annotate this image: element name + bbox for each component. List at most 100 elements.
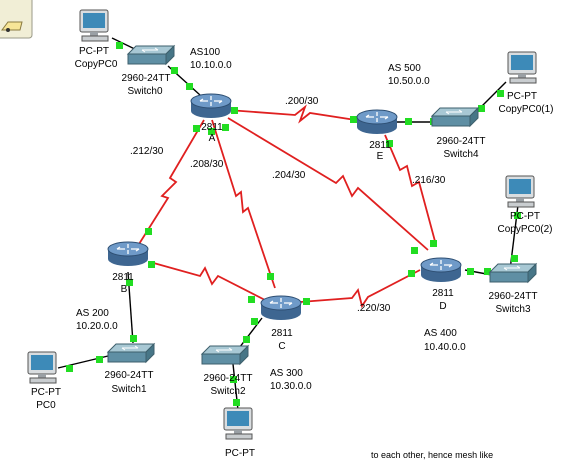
pc0-name: PC0 bbox=[36, 400, 56, 411]
pc-icon[interactable] bbox=[27, 351, 57, 384]
port-light bbox=[411, 247, 418, 254]
router-icon[interactable] bbox=[190, 93, 232, 118]
link-e-d-label: .216/30 bbox=[412, 175, 446, 186]
switch0-name: Switch0 bbox=[127, 86, 162, 97]
as100-name: AS100 bbox=[190, 47, 220, 58]
as400-name: AS 400 bbox=[424, 328, 457, 339]
link-b-c[interactable] bbox=[149, 261, 266, 301]
router-c-name: C bbox=[278, 341, 285, 352]
pc-icon[interactable] bbox=[79, 9, 109, 42]
copypc0-2-type: PC-PT bbox=[510, 211, 540, 222]
link-c-d-label: .220/30 bbox=[357, 303, 391, 314]
link-a-b[interactable] bbox=[133, 119, 205, 253]
port-light bbox=[430, 240, 437, 247]
port-light bbox=[230, 376, 237, 383]
port-light bbox=[251, 318, 258, 325]
switch-icon[interactable] bbox=[488, 262, 538, 284]
link-a-e[interactable] bbox=[227, 104, 363, 124]
port-light bbox=[193, 125, 200, 132]
port-light bbox=[222, 124, 229, 131]
router-icon[interactable] bbox=[107, 241, 149, 266]
router-icon[interactable] bbox=[356, 109, 398, 134]
port-light bbox=[467, 268, 474, 275]
link-a-b-label: .212/30 bbox=[130, 146, 164, 157]
port-light bbox=[130, 335, 137, 342]
port-light bbox=[66, 365, 73, 372]
switch-icon[interactable] bbox=[126, 44, 176, 66]
router-d-type: 2811 bbox=[432, 288, 454, 299]
router-d-name: D bbox=[439, 301, 446, 312]
pc-bottom-type: PC-PT bbox=[225, 448, 255, 459]
footer-note: to each other, hence mesh like bbox=[371, 450, 493, 460]
link-a-d[interactable] bbox=[227, 117, 429, 251]
switch4-type: 2960-24TT bbox=[437, 136, 486, 147]
as300-network: 10.30.0.0 bbox=[270, 381, 312, 392]
link-c-d[interactable] bbox=[299, 269, 421, 309]
port-light bbox=[408, 270, 415, 277]
as200-name: AS 200 bbox=[76, 308, 109, 319]
port-light bbox=[116, 42, 123, 49]
as500-name: AS 500 bbox=[388, 63, 421, 74]
switch1-type: 2960-24TT bbox=[105, 370, 154, 381]
port-light bbox=[511, 255, 518, 262]
port-light bbox=[303, 298, 310, 305]
router-e-type: 2811 bbox=[369, 140, 391, 151]
pc-icon[interactable] bbox=[505, 175, 535, 208]
copypc0-2-name: CopyPC0(2) bbox=[497, 224, 552, 235]
port-light bbox=[126, 279, 133, 286]
switch2-type: 2960-24TT bbox=[204, 373, 253, 384]
port-light bbox=[96, 356, 103, 363]
port-light bbox=[248, 296, 255, 303]
port-light bbox=[243, 336, 250, 343]
link-labels: .200/30 .212/30 .208/30 .204/30 .216/30 … bbox=[130, 96, 446, 314]
router-b-name: B bbox=[121, 284, 128, 295]
port-light bbox=[148, 261, 155, 268]
port-light bbox=[514, 212, 521, 219]
port-light bbox=[497, 90, 504, 97]
as100-network: 10.10.0.0 bbox=[190, 60, 232, 71]
port-light bbox=[145, 228, 152, 235]
pc0-type: PC-PT bbox=[31, 387, 61, 398]
router-c-type: 2811 bbox=[271, 328, 293, 339]
switch0-type: 2960-24TT bbox=[122, 73, 171, 84]
serial-links bbox=[133, 104, 437, 309]
switch-icon[interactable] bbox=[106, 342, 156, 364]
pc-icon[interactable] bbox=[223, 407, 253, 440]
port-light bbox=[231, 107, 238, 114]
link-a-e-label: .200/30 bbox=[285, 96, 319, 107]
switch3-type: 2960-24TT bbox=[489, 291, 538, 302]
as400-network: 10.40.0.0 bbox=[424, 342, 466, 353]
link-a-c[interactable] bbox=[211, 119, 276, 289]
link-e-d[interactable] bbox=[384, 134, 437, 246]
port-light bbox=[171, 67, 178, 74]
as200-network: 10.20.0.0 bbox=[76, 321, 118, 332]
switch4-name: Switch4 bbox=[443, 149, 478, 160]
switch-icon[interactable] bbox=[430, 106, 480, 128]
port-light bbox=[267, 273, 274, 280]
router-a-name: A bbox=[209, 133, 216, 144]
copypc0-type: PC-PT bbox=[79, 46, 109, 57]
copypc0-1-name: CopyPC0(1) bbox=[498, 104, 553, 115]
port-light bbox=[478, 105, 485, 112]
note-icon[interactable] bbox=[0, 0, 33, 39]
port-light bbox=[186, 83, 193, 90]
switch-icon[interactable] bbox=[200, 344, 250, 366]
switch1-name: Switch1 bbox=[111, 384, 146, 395]
port-light bbox=[484, 268, 491, 275]
pc-icon[interactable] bbox=[507, 51, 537, 84]
port-light bbox=[208, 128, 215, 135]
router-icon[interactable] bbox=[420, 257, 462, 282]
router-a-type: 2811 bbox=[201, 122, 223, 133]
link-a-d-label: .204/30 bbox=[272, 170, 306, 181]
port-light bbox=[386, 140, 393, 147]
switch3-name: Switch3 bbox=[495, 304, 530, 315]
router-b-type: 2811 bbox=[112, 272, 134, 283]
link-a-c-label: .208/30 bbox=[190, 159, 224, 170]
port-light bbox=[233, 399, 240, 406]
router-icon[interactable] bbox=[260, 295, 302, 320]
as300-name: AS 300 bbox=[270, 368, 303, 379]
as500-network: 10.50.0.0 bbox=[388, 76, 430, 87]
router-e-name: E bbox=[377, 151, 384, 162]
